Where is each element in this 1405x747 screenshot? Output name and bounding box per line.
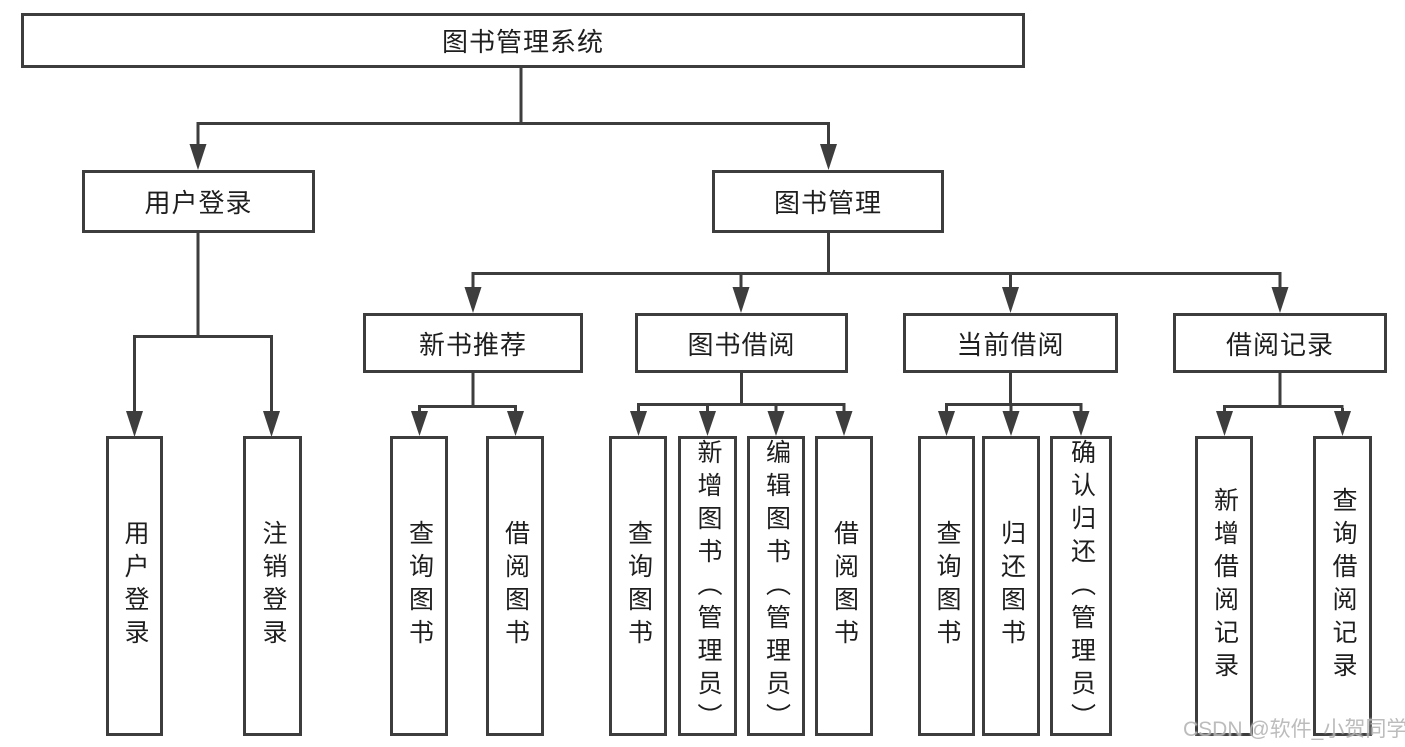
node-current-borrow: 当前借阅 <box>903 313 1118 373</box>
arrow-down-icon <box>1072 411 1090 436</box>
connector-recommend-to-leaves <box>418 373 517 415</box>
arrow-down-icon <box>1002 287 1019 313</box>
leaf-query-books-recommend: 查询图书 <box>390 436 448 736</box>
arrow-down-icon <box>126 411 143 437</box>
connector-root-to-level2 <box>196 66 830 148</box>
connector-mgmt-to-level3 <box>471 233 1282 291</box>
arrow-down-icon <box>630 411 647 436</box>
leaf-query-borrow-record: 查询借阅记录 <box>1313 436 1372 736</box>
arrow-down-icon <box>767 411 785 436</box>
node-user-login: 用户登录 <box>82 170 315 233</box>
node-new-book-recommend: 新书推荐 <box>363 313 583 373</box>
arrow-down-icon <box>820 144 837 170</box>
connector-borrow-to-leaves <box>637 373 846 415</box>
node-borrow-records: 借阅记录 <box>1173 313 1387 373</box>
leaf-borrow-books: 借阅图书 <box>815 436 873 736</box>
arrow-down-icon <box>263 411 280 437</box>
leaf-add-books-admin: 新增图书（管理员） <box>678 436 737 736</box>
arrow-down-icon <box>1216 411 1233 436</box>
leaf-edit-books-admin: 编辑图书（管理员） <box>747 436 805 736</box>
node-book-management: 图书管理 <box>712 170 944 233</box>
arrow-down-icon <box>411 411 428 436</box>
arrow-down-icon <box>732 287 750 313</box>
leaf-confirm-return-admin: 确认归还（管理员） <box>1050 436 1112 736</box>
leaf-borrow-books-recommend: 借阅图书 <box>486 436 544 736</box>
arrow-down-icon <box>507 411 524 436</box>
arrow-down-icon <box>464 287 482 313</box>
arrow-down-icon <box>189 144 207 170</box>
node-root-system: 图书管理系统 <box>21 13 1025 68</box>
arrow-down-icon <box>1271 287 1289 313</box>
leaf-return-books: 归还图书 <box>982 436 1040 736</box>
arrow-down-icon <box>1002 411 1020 436</box>
arrow-down-icon <box>1334 411 1351 436</box>
connector-current-to-leaves <box>945 373 1083 415</box>
leaf-query-books-current: 查询图书 <box>918 436 975 736</box>
node-book-borrow: 图书借阅 <box>635 313 848 373</box>
csdn-watermark: CSDN @软件_小贺同学 <box>1183 718 1405 741</box>
connector-records-to-leaves <box>1223 373 1344 415</box>
arrow-down-icon <box>938 411 955 436</box>
arrow-down-icon <box>699 411 716 436</box>
arrow-down-icon <box>835 411 853 436</box>
leaf-add-borrow-record: 新增借阅记录 <box>1195 436 1253 736</box>
leaf-query-books-borrow: 查询图书 <box>609 436 667 736</box>
leaf-user-login: 用户登录 <box>106 436 163 736</box>
leaf-logout: 注销登录 <box>243 436 302 736</box>
connector-login-to-leaves <box>133 233 273 415</box>
